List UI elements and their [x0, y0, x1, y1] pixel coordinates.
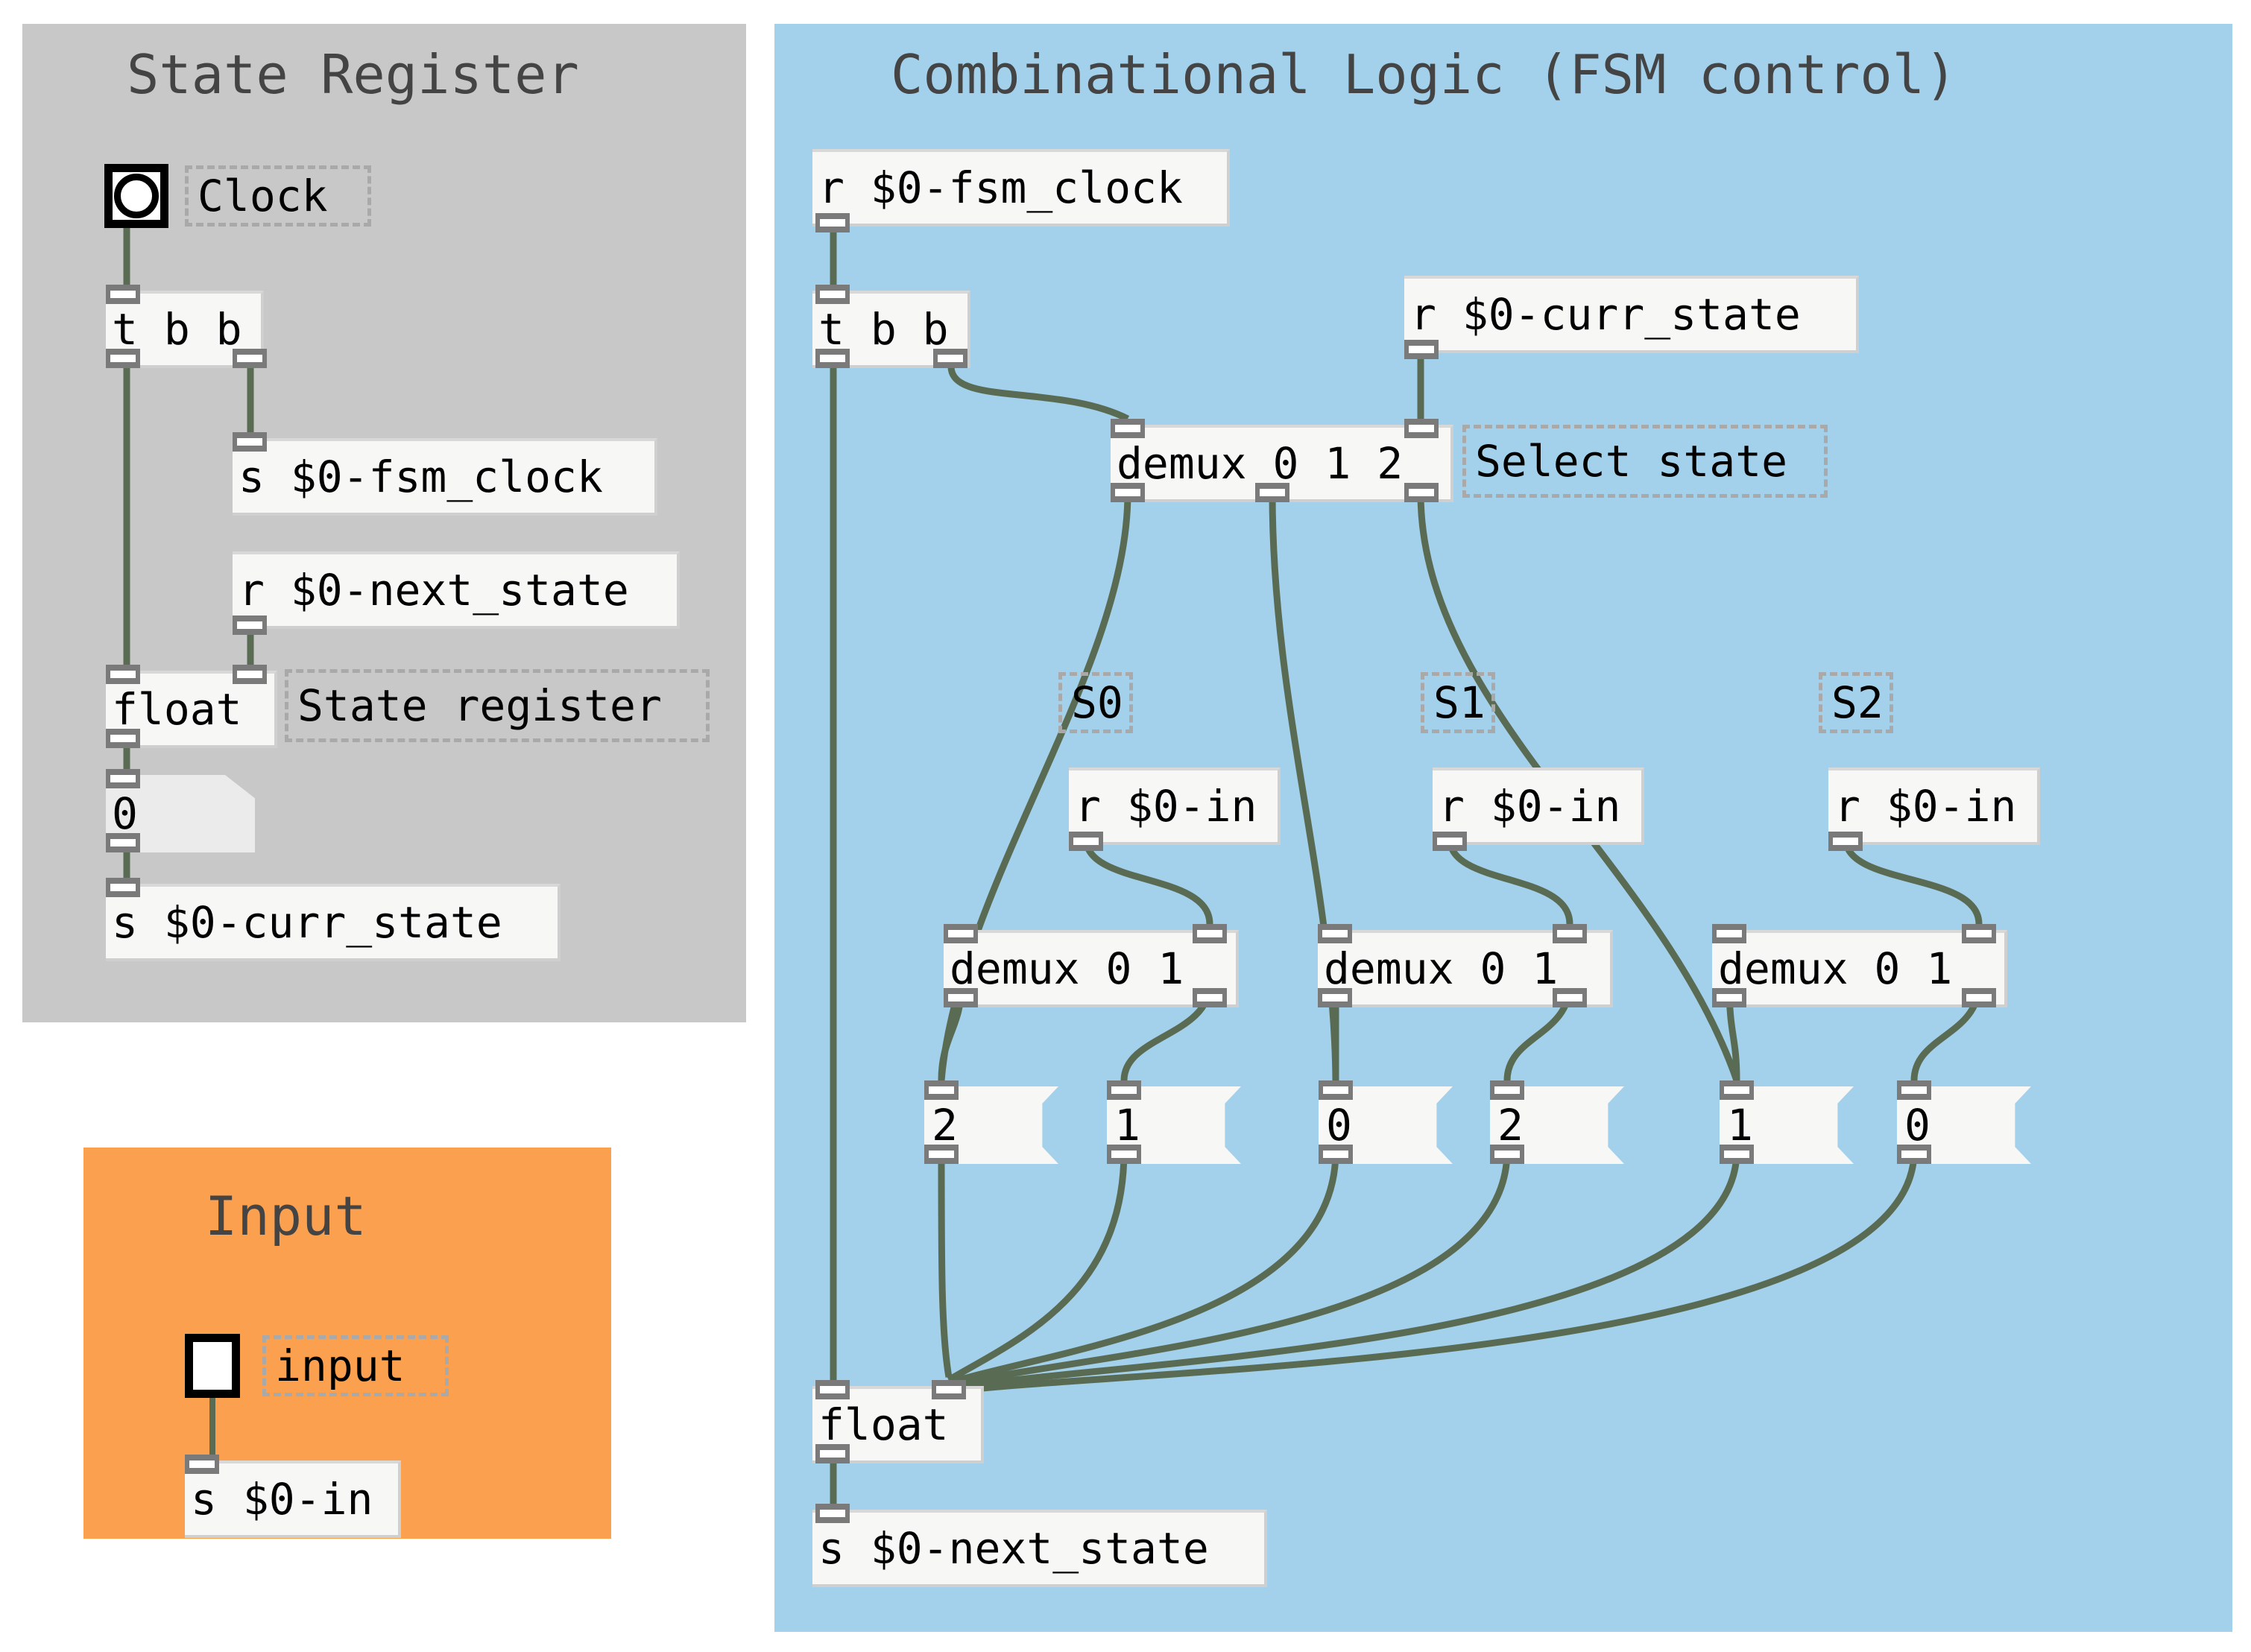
- outlet-demux-select-1[interactable]: [1255, 483, 1289, 502]
- inlet-message-s0-1[interactable]: [1107, 1080, 1141, 1100]
- toggle-input[interactable]: [185, 1334, 240, 1398]
- panel-title-state-register: State Register: [127, 43, 579, 106]
- outlet-receive-in-s2[interactable]: [1828, 832, 1863, 851]
- outlet-float-sr-0[interactable]: [106, 729, 140, 748]
- comment-state-s2: S2: [1819, 672, 1893, 733]
- outlet-receive-next-state[interactable]: [233, 615, 267, 635]
- inlet-number-box[interactable]: [106, 769, 140, 788]
- object-receive-fsm-clock[interactable]: r $0-fsm_clock: [812, 149, 1230, 227]
- inlet-message-s0-0[interactable]: [924, 1080, 959, 1100]
- comment-clock: Clock: [185, 165, 371, 227]
- panel-title-input: Input: [205, 1185, 367, 1247]
- inlet-demux-s2-0[interactable]: [1712, 924, 1746, 943]
- outlet-message-s1-0[interactable]: [1319, 1145, 1353, 1164]
- outlet-demux-s1-0[interactable]: [1318, 988, 1352, 1007]
- inlet-demux-s2-1[interactable]: [1962, 924, 1996, 943]
- outlet-demux-s2-1[interactable]: [1962, 988, 1996, 1007]
- inlet-send-in[interactable]: [185, 1455, 219, 1474]
- inlet-float-comb-0[interactable]: [815, 1380, 850, 1399]
- outlet-demux-s1-1[interactable]: [1553, 988, 1587, 1007]
- panel-title-combinational-logic: Combinational Logic (FSM control): [891, 43, 1957, 106]
- comment-state-register: State register: [285, 669, 710, 742]
- comment-input: input: [262, 1335, 449, 1396]
- outlet-receive-curr-state[interactable]: [1404, 340, 1439, 359]
- outlet-trigger-sr-1[interactable]: [233, 349, 267, 368]
- inlet-trigger-sr-0[interactable]: [106, 285, 140, 304]
- inlet-message-s2-1[interactable]: [1897, 1080, 1931, 1100]
- object-send-in[interactable]: s $0-in: [185, 1460, 401, 1538]
- outlet-message-s2-0[interactable]: [1720, 1145, 1754, 1164]
- outlet-demux-select-2[interactable]: [1404, 483, 1439, 502]
- object-send-fsm-clock[interactable]: s $0-fsm_clock: [233, 438, 657, 516]
- inlet-message-s1-0[interactable]: [1319, 1080, 1353, 1100]
- bang-clock[interactable]: [104, 164, 168, 228]
- inlet-demux-select-0[interactable]: [1111, 419, 1145, 438]
- outlet-receive-in-s0[interactable]: [1069, 832, 1103, 851]
- inlet-demux-s0-1[interactable]: [1193, 924, 1227, 943]
- bang-circle-icon: [114, 174, 159, 218]
- inlet-send-curr-state[interactable]: [106, 878, 140, 897]
- outlet-message-s0-1[interactable]: [1107, 1145, 1141, 1164]
- comment-state-s1: S1: [1421, 672, 1495, 733]
- inlet-send-fsm-clock[interactable]: [233, 432, 267, 452]
- object-receive-next-state[interactable]: r $0-next_state: [233, 551, 680, 629]
- object-demux-s2[interactable]: demux 0 1: [1712, 930, 2007, 1007]
- inlet-demux-s0-0[interactable]: [944, 924, 978, 943]
- object-send-curr-state[interactable]: s $0-curr_state: [106, 884, 561, 961]
- outlet-trigger-comb-1[interactable]: [933, 349, 967, 368]
- outlet-message-s1-1[interactable]: [1490, 1145, 1524, 1164]
- inlet-float-sr-0[interactable]: [106, 665, 140, 684]
- inlet-demux-s1-1[interactable]: [1553, 924, 1587, 943]
- outlet-message-s0-0[interactable]: [924, 1145, 959, 1164]
- outlet-receive-in-s1[interactable]: [1433, 832, 1467, 851]
- outlet-demux-select-0[interactable]: [1111, 483, 1145, 502]
- outlet-demux-s0-1[interactable]: [1193, 988, 1227, 1007]
- inlet-demux-select-1[interactable]: [1404, 419, 1439, 438]
- object-receive-curr-state[interactable]: r $0-curr_state: [1404, 276, 1859, 353]
- comment-state-s0: S0: [1058, 672, 1133, 733]
- inlet-float-comb-1[interactable]: [932, 1380, 966, 1399]
- inlet-demux-s1-0[interactable]: [1318, 924, 1352, 943]
- outlet-float-comb-0[interactable]: [815, 1444, 850, 1463]
- inlet-send-next-state[interactable]: [815, 1504, 850, 1523]
- inlet-trigger-comb-0[interactable]: [815, 285, 850, 304]
- object-send-next-state[interactable]: s $0-next_state: [812, 1510, 1267, 1587]
- outlet-trigger-comb-0[interactable]: [815, 349, 850, 368]
- outlet-demux-s0-0[interactable]: [944, 988, 978, 1007]
- inlet-message-s1-1[interactable]: [1490, 1080, 1524, 1100]
- outlet-number-box[interactable]: [106, 833, 140, 852]
- inlet-float-sr-1[interactable]: [233, 665, 267, 684]
- outlet-trigger-sr-0[interactable]: [106, 349, 140, 368]
- inlet-message-s2-0[interactable]: [1720, 1080, 1754, 1100]
- outlet-receive-fsm-clock[interactable]: [815, 213, 850, 232]
- outlet-demux-s2-0[interactable]: [1712, 988, 1746, 1007]
- comment-select-state: Select state: [1462, 425, 1828, 498]
- outlet-message-s2-1[interactable]: [1897, 1145, 1931, 1164]
